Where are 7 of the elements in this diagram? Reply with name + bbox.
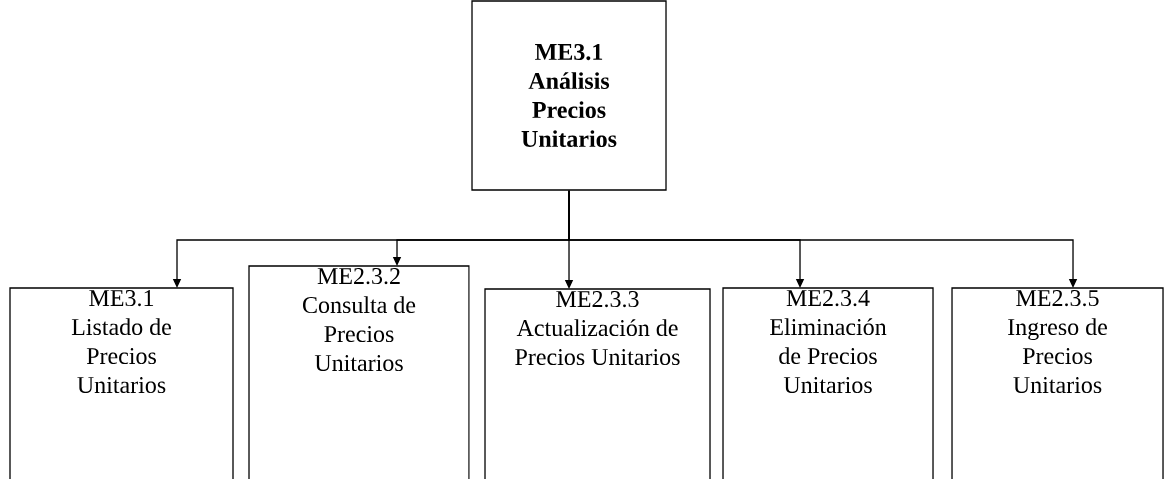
arrow: [568, 190, 1078, 288]
module-box: ME2.3.2 Consulta de Precios Unitarios: [248, 265, 470, 479]
module-box: ME3.1 Listado de Precios Unitarios: [9, 287, 234, 479]
module-box: ME2.3.5 Ingreso de Precios Unitarios: [951, 287, 1164, 479]
module-box: ME2.3.3 Actualización de Precios Unitarios: [484, 288, 711, 479]
module-box: ME2.3.4 Eliminación de Precios Unitarios: [722, 287, 934, 479]
module-box: ME3.1 Análisis Precios Unitarios: [471, 0, 667, 191]
